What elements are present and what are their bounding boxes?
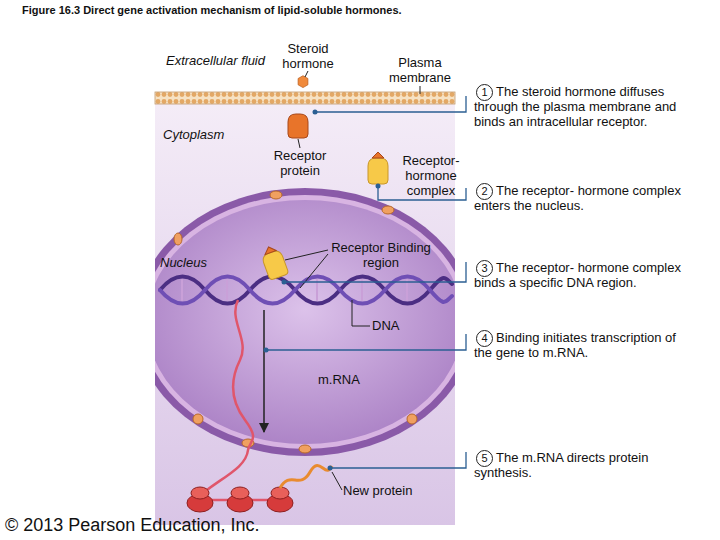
callout-number: 1 [476, 84, 493, 101]
nucleoplasm [155, 200, 455, 444]
leader-dot [376, 184, 381, 189]
dna-strand [160, 277, 452, 304]
step-text: The receptor- hormone complex enters the… [474, 183, 682, 213]
part-label: Steroid hormone [272, 41, 344, 71]
bound-hormone [372, 152, 384, 158]
step-leader [378, 186, 466, 200]
callout-number: 2 [476, 183, 493, 200]
cell-cytoplasm: CytoplasmNucleus [155, 104, 455, 525]
protein-chain [280, 465, 332, 488]
ribosome-large [267, 494, 293, 512]
mrna-strand [195, 300, 290, 500]
receptor-complex [261, 249, 289, 280]
dna-strand [160, 277, 452, 304]
ribosome-small [191, 487, 209, 499]
process-arrow [263, 310, 265, 432]
nuclear-pore [242, 439, 254, 447]
part-label: DNA [372, 318, 412, 333]
dna-rung [226, 280, 228, 300]
callout-number: 3 [476, 260, 493, 277]
step-text: Binding initiates transcription of the g… [474, 330, 682, 360]
part-label: Receptor protein [264, 148, 336, 178]
copyright-note: © 2013 Pearson Education, Inc. [5, 514, 325, 536]
leader-line [298, 139, 300, 148]
part-label: m.RNA [318, 372, 378, 387]
nucleus: Nucleus [155, 186, 455, 458]
plasma-membrane [155, 92, 455, 104]
step-leader [315, 96, 466, 112]
leader-dot [313, 110, 318, 115]
leader-line [305, 71, 308, 77]
nuclear-envelope [155, 195, 455, 449]
step-leader [330, 452, 466, 468]
leader-line [332, 472, 342, 490]
ribosome-large [227, 494, 253, 512]
region-label: Extracellular fluid [166, 53, 266, 68]
bound-hormone [263, 245, 276, 255]
leader-dot [328, 466, 333, 471]
part-label: Receptor Binding region [325, 240, 437, 270]
dna-rung [181, 280, 183, 300]
leader-dot [282, 280, 287, 285]
step-text: The steroid hormone diffuses through the… [474, 84, 682, 129]
region-label: Cytoplasm [163, 127, 283, 142]
ribosome-small [231, 487, 249, 499]
leader-line [300, 254, 328, 288]
ribosome-small [271, 487, 289, 499]
step-text: The m.RNA directs protein synthesis. [474, 450, 682, 480]
region-label: Nucleus [160, 255, 240, 270]
nucleus-outline [155, 186, 455, 458]
nuclear-pore [299, 445, 311, 453]
nuclear-pore [407, 414, 417, 424]
dna-rung [316, 280, 318, 300]
receptor-protein [288, 114, 308, 138]
leader-line [285, 250, 328, 260]
nuclear-pore [174, 233, 182, 245]
leader-line [352, 300, 370, 326]
nuclear-pore [270, 191, 282, 199]
part-label: New protein [343, 483, 433, 498]
ribosome-large [187, 494, 213, 512]
part-label: Plasma membrane [380, 55, 460, 85]
nuclear-pore [382, 206, 394, 214]
leader-line [420, 86, 421, 94]
callout-number: 5 [476, 450, 493, 467]
step-leader [266, 334, 466, 350]
part-label: Receptor- hormone complex [398, 153, 464, 198]
step-text: The receptor- hormone complex binds a sp… [474, 260, 682, 290]
step-leader [284, 262, 466, 282]
receptor-complex [368, 158, 388, 184]
figure-title: Figure 16.3 Direct gene activation mecha… [22, 4, 402, 16]
dna-rung [406, 280, 408, 300]
nuclear-envelope [155, 188, 455, 456]
callout-number: 4 [476, 330, 493, 347]
leader-dot [264, 348, 269, 353]
steroid-hormone [298, 76, 308, 88]
dna-rung [361, 280, 363, 300]
nuclear-pore [193, 414, 203, 424]
